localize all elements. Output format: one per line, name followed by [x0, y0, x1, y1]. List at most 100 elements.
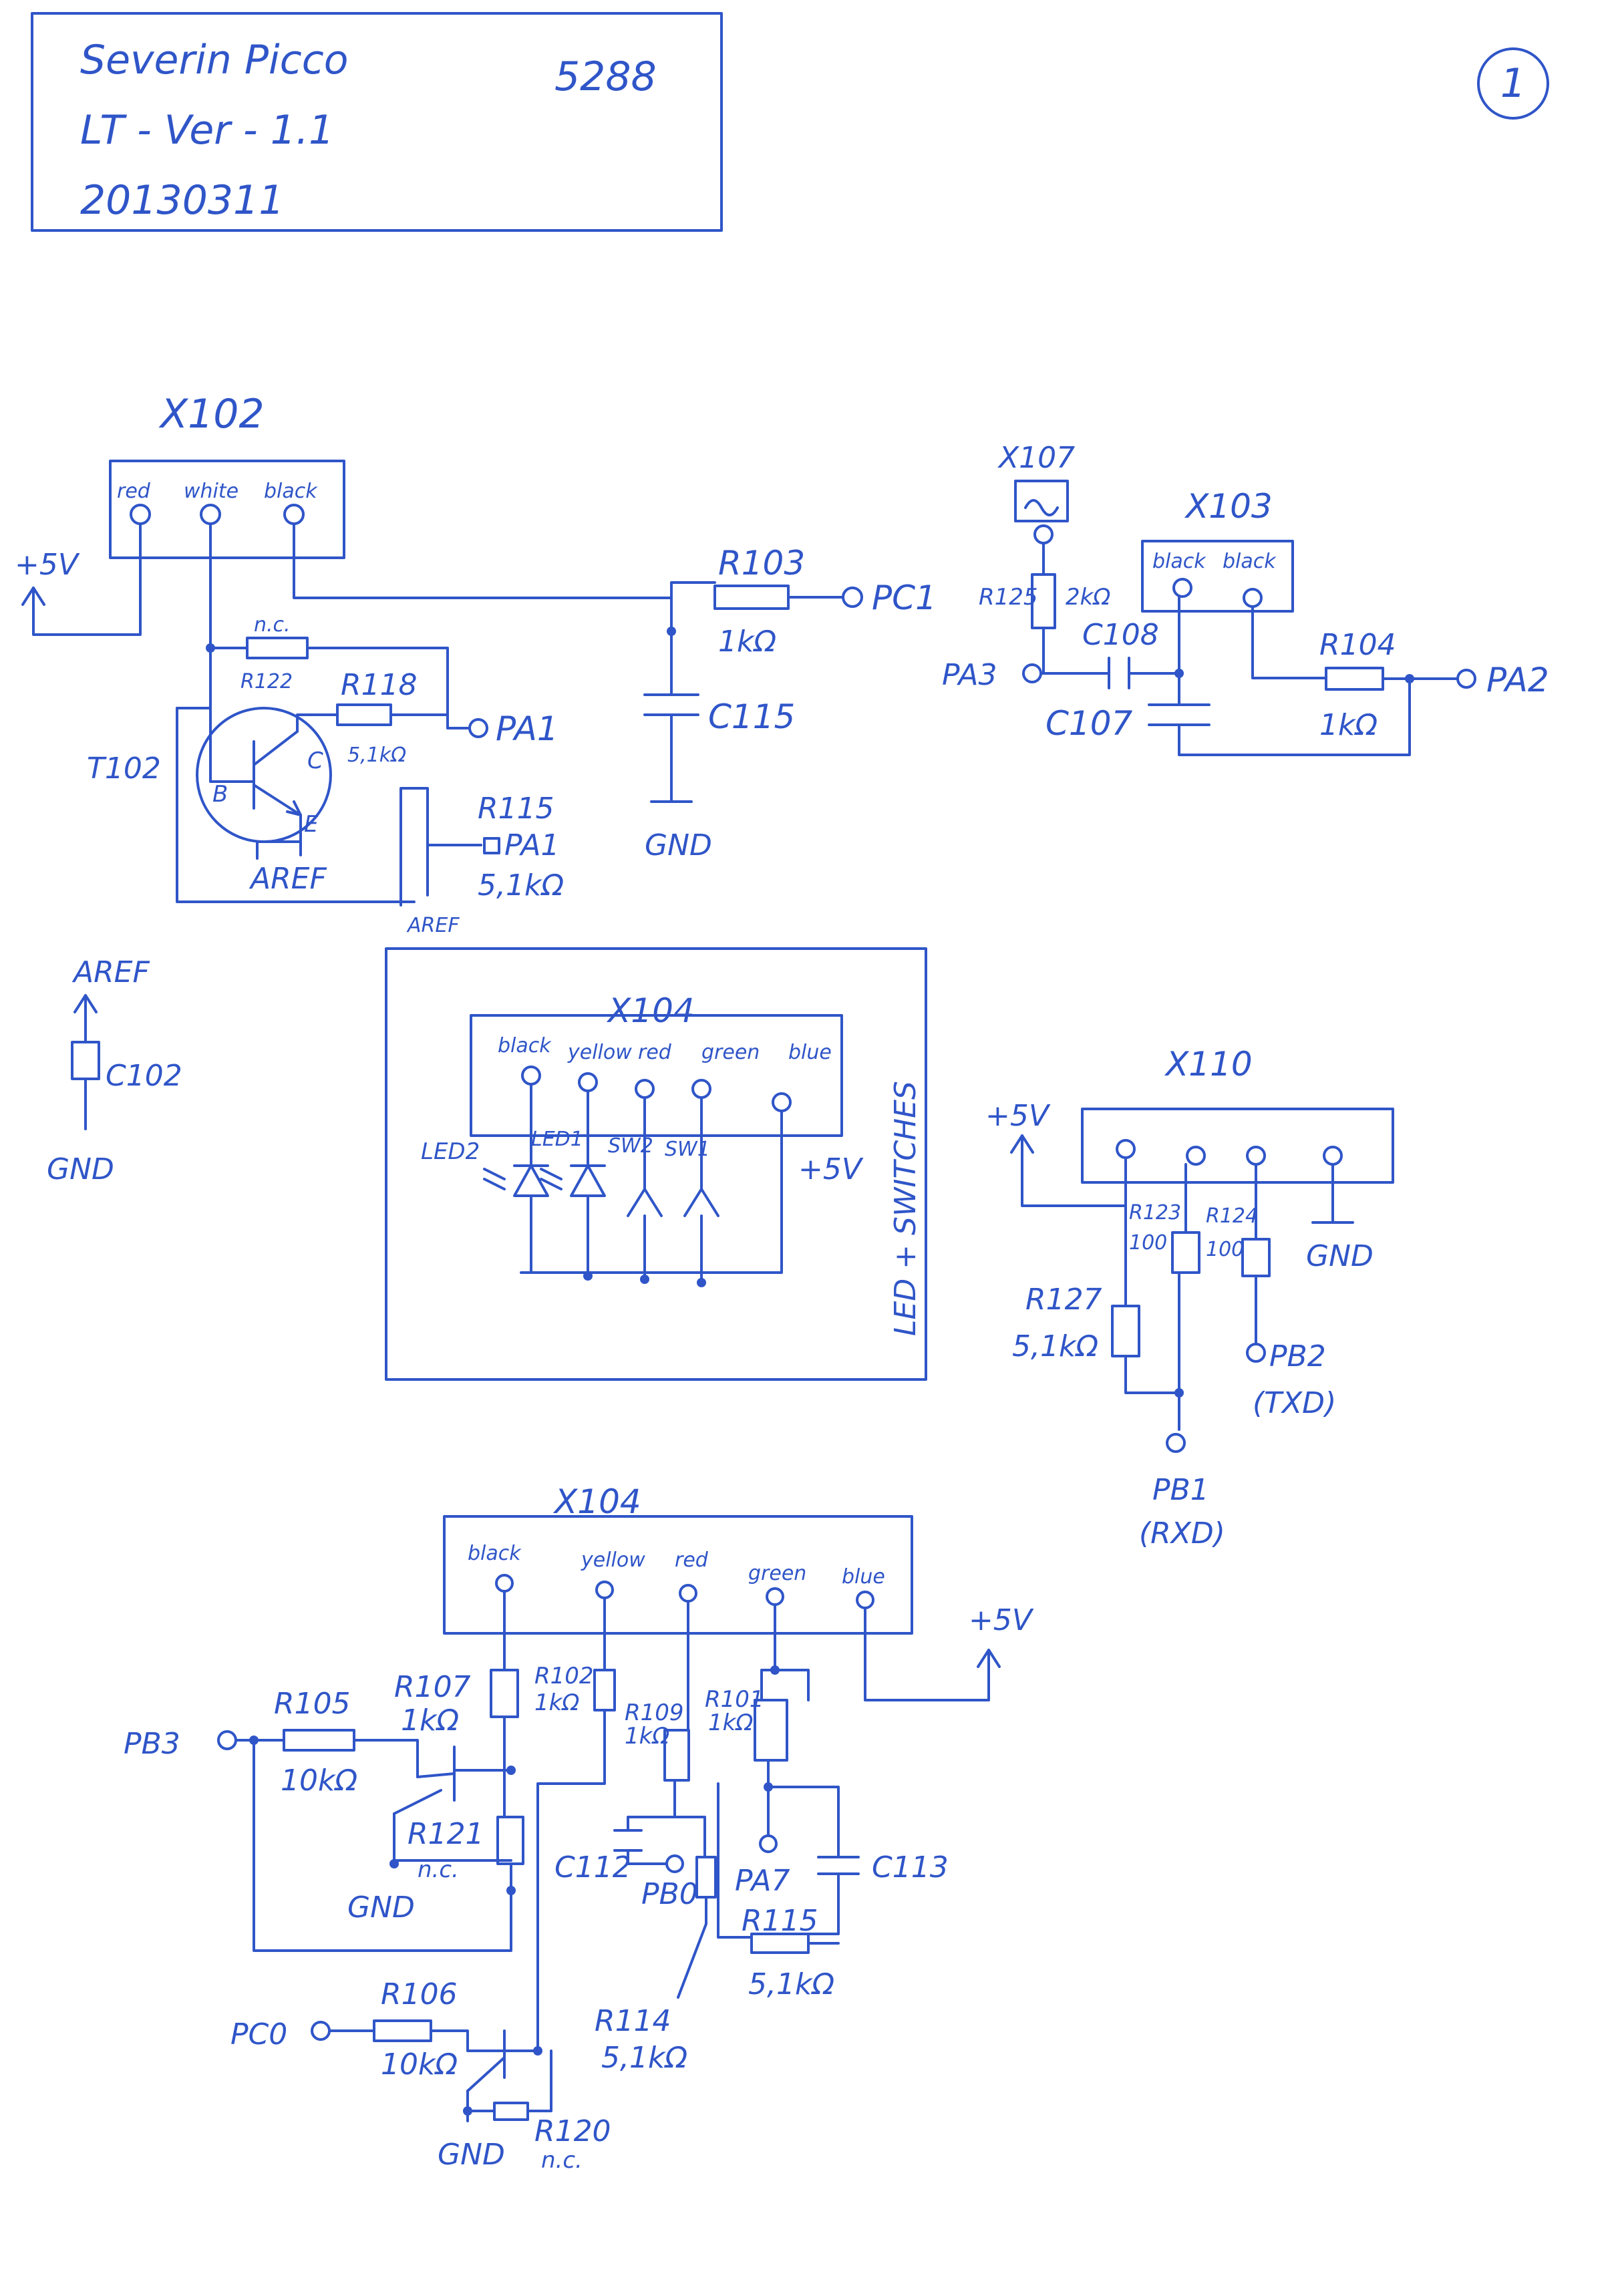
- c108-label: C108: [1082, 618, 1159, 652]
- pc0-label: PC0: [230, 2017, 287, 2052]
- c112-capacitor: [613, 1816, 676, 1865]
- x102-pin-black: [283, 504, 305, 525]
- pb0-terminal: [665, 1854, 684, 1873]
- x110-5v-label: +5V: [985, 1099, 1051, 1133]
- r121-node: [506, 1886, 516, 1895]
- x104b-5v-label: +5V: [969, 1603, 1034, 1637]
- r106-label: R106: [381, 1977, 458, 2011]
- x102-pin-label-white: white: [184, 480, 238, 503]
- pc0-terminal: [311, 2021, 331, 2041]
- x102-pin-red: [130, 504, 151, 525]
- x107-sensor: [1014, 480, 1069, 522]
- r122-resistor: [246, 637, 309, 659]
- r101-label: R101: [705, 1686, 764, 1713]
- r121-label: R121: [408, 1817, 484, 1851]
- x104b-connector: [443, 1515, 913, 1635]
- x110-gnd-wire: [1311, 1163, 1354, 1224]
- x110-pin-2: [1186, 1146, 1206, 1166]
- r115-value: 5,1kΩ: [478, 868, 564, 903]
- pb0-label: PB0: [641, 1877, 698, 1911]
- pb1-terminal: [1166, 1433, 1186, 1453]
- pb2-label: PB2: [1269, 1339, 1326, 1373]
- r120-wire: [466, 2049, 552, 2112]
- page-number: 1: [1477, 47, 1549, 120]
- pb3-return-wire: [253, 1739, 512, 1952]
- title-version: LT - Ver - 1.1: [80, 107, 334, 154]
- r106-resistor: [373, 2019, 432, 2042]
- c112-label: C112: [554, 1850, 631, 1884]
- x104b-pin-blue: [856, 1591, 874, 1609]
- r115-label: R115: [478, 792, 554, 826]
- r109-label: R109: [625, 1699, 684, 1726]
- x104b-pin-label-blue: blue: [842, 1565, 885, 1589]
- r118-resistor: [336, 703, 392, 726]
- r115-body: [399, 787, 429, 907]
- t102-label: T102: [87, 752, 161, 786]
- bus-node-2: [640, 1275, 649, 1284]
- led2-light-arrows: [483, 1168, 506, 1190]
- page-number-text: 1: [1500, 60, 1526, 107]
- bus-node-1: [583, 1271, 593, 1281]
- t-pc0-collector-node: [533, 2046, 542, 2056]
- r101-left-wire: [760, 1669, 776, 1701]
- x102-label: X102: [158, 391, 265, 438]
- x104a-pin-yellow: [578, 1072, 598, 1092]
- x104a-pin-black: [521, 1065, 541, 1086]
- x110-gnd-label: GND: [1306, 1239, 1374, 1273]
- x102-block: X102 red white black +5V R103 1kΩ PC1 C1…: [15, 391, 937, 937]
- x102-pin-label-red: red: [117, 480, 151, 503]
- r103-value: 1kΩ: [718, 625, 776, 659]
- x104a-pin-blue: [772, 1092, 792, 1112]
- r104-label: R104: [1319, 628, 1396, 662]
- x110-block: X110 +5V R123 100 R127 5,1kΩ PB1 (RXD) R…: [985, 1045, 1394, 1550]
- x103-pin-label-1: black: [1152, 550, 1206, 573]
- pb1-label: PB1: [1152, 1473, 1209, 1507]
- led1-diode: [570, 1090, 606, 1277]
- x104b-pin-label-green: green: [748, 1562, 806, 1585]
- r118-right-wire: [389, 713, 469, 729]
- c107-return-wire: [1178, 680, 1411, 756]
- r118-left-wire: [296, 713, 339, 729]
- c107-label: C107: [1045, 704, 1133, 743]
- r114-top-wire: [673, 1816, 706, 1858]
- aref-c102-block: AREF C102 GND: [47, 955, 182, 1186]
- x107-label: X107: [997, 441, 1075, 475]
- sw1-switch: [683, 1096, 719, 1284]
- x110-pin-4: [1323, 1146, 1343, 1166]
- x104b-pin-yellow: [595, 1581, 614, 1599]
- c102-capacitor: [71, 1041, 100, 1080]
- x110-connector: [1081, 1108, 1394, 1184]
- r122-label: R122: [240, 670, 293, 693]
- pa7-terminal: [759, 1834, 778, 1853]
- title-device: Severin Picco: [80, 37, 348, 84]
- t102-emitter-label: E: [304, 811, 319, 838]
- r125-label: R125: [979, 584, 1038, 611]
- r101-branch-wire: [774, 1669, 810, 1701]
- r103-resistor: [713, 585, 790, 610]
- x103-pin-2: [1243, 588, 1263, 608]
- page-number-circle: [1477, 47, 1549, 120]
- pb1-note: (RXD): [1139, 1516, 1225, 1550]
- c102-gnd-label: GND: [47, 1152, 114, 1186]
- bus-node-3: [697, 1278, 706, 1287]
- pa7-label: PA7: [735, 1864, 790, 1898]
- led1-light-arrows: [540, 1168, 562, 1190]
- c113-capacitor: [767, 1786, 860, 1935]
- r105-value: 10kΩ: [281, 1764, 357, 1798]
- x104b-pin-red: [679, 1584, 697, 1603]
- led2-diode: [513, 1083, 549, 1274]
- x104-led-switch-block: X104 black yellow red green blue LED2 LE…: [385, 947, 927, 1381]
- r127-label: R127: [1025, 1283, 1102, 1317]
- t102-symbol: [209, 730, 302, 816]
- x104b-5v-wire: [864, 1607, 990, 1701]
- r107-label: R107: [394, 1670, 471, 1704]
- gnd1-node: [389, 1859, 399, 1868]
- r102-label: R102: [534, 1663, 594, 1689]
- r127-bottom-wire: [1124, 1355, 1180, 1394]
- x104b-pin-label-black: black: [468, 1542, 522, 1565]
- pb2-note: (TXD): [1253, 1386, 1336, 1420]
- x104b-pin-label-yellow: yellow: [581, 1548, 645, 1572]
- r105-resistor: [283, 1729, 355, 1752]
- r115b-left-wire: [717, 1782, 753, 1939]
- x102-connector: [109, 460, 345, 559]
